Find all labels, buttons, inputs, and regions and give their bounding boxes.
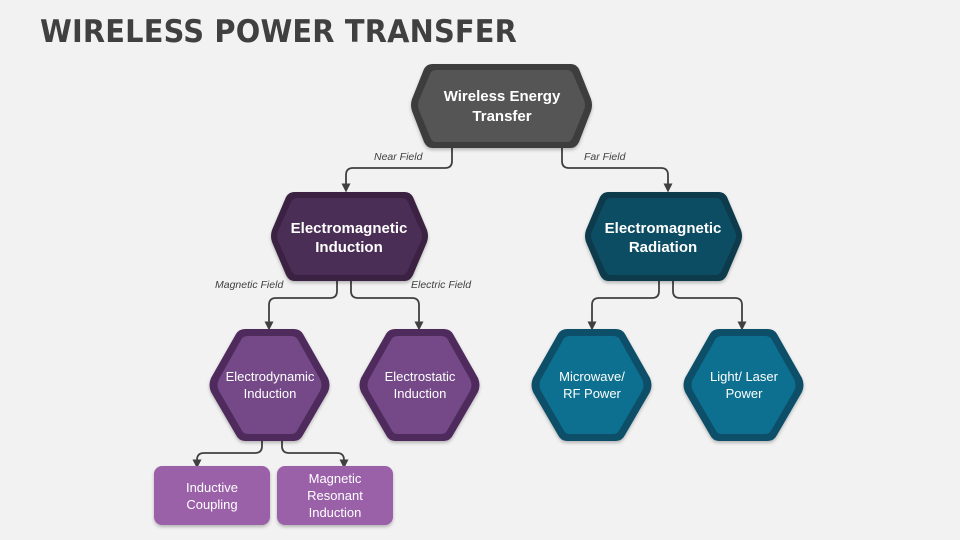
edge-label-electric-field: Electric Field (411, 279, 472, 291)
node-label-line: Transfer (472, 108, 531, 125)
node-label-line: Inductive (186, 480, 238, 495)
node-microwave-rf-power[interactable]: Microwave/ RF Power (531, 329, 652, 441)
node-electrodynamic-induction[interactable]: Electrodynamic Induction (209, 329, 330, 441)
node-electromagnetic-radiation[interactable]: Electromagnetic Radiation (585, 192, 742, 281)
page-title: WIRELESS POWER TRANSFER (40, 14, 518, 50)
node-wireless-energy-transfer[interactable]: Wireless Energy Transfer (411, 64, 592, 148)
connector-near-field (341, 148, 453, 193)
connectors (192, 148, 747, 469)
connector-radiation-microwave (587, 281, 660, 331)
edge-label-far-field: Far Field (584, 151, 627, 163)
connector-magnetic-field (264, 281, 338, 331)
node-label-line: Microwave/ (559, 369, 625, 384)
node-label-line: Coupling (186, 497, 237, 512)
node-magnetic-resonant-induction[interactable]: Magnetic Resonant Induction (277, 466, 393, 525)
node-light-laser-power[interactable]: Light/ Laser Power (683, 329, 804, 441)
connector-radiation-light (672, 281, 747, 331)
node-label-line: Electromagnetic (605, 220, 722, 237)
connector-electric-field (350, 281, 424, 331)
node-label-line: Power (726, 386, 764, 401)
node-label-line: Radiation (629, 239, 697, 256)
connector-inductive-coupling (192, 439, 263, 469)
connector-magnetic-resonant (281, 439, 349, 469)
node-label-line: Induction (394, 386, 447, 401)
node-label-line: Magnetic (309, 471, 362, 486)
edge-label-near-field: Near Field (374, 151, 424, 163)
node-label-line: Induction (315, 239, 383, 256)
node-label-line: Induction (309, 505, 362, 520)
node-label-line: Electromagnetic (291, 220, 408, 237)
node-electrostatic-induction[interactable]: Electrostatic Induction (359, 329, 480, 441)
node-label-line: Electrodynamic (226, 369, 315, 384)
node-label-line: Electrostatic (385, 369, 456, 384)
connector-far-field (561, 148, 673, 193)
node-label-line: Wireless Energy (444, 88, 561, 105)
node-label-line: Resonant (307, 488, 363, 503)
node-electromagnetic-induction[interactable]: Electromagnetic Induction (271, 192, 428, 281)
edge-label-magnetic-field: Magnetic Field (215, 279, 284, 291)
node-label-line: RF Power (563, 386, 621, 401)
node-label-line: Induction (244, 386, 297, 401)
node-label-line: Light/ Laser (710, 369, 779, 384)
node-inductive-coupling[interactable]: Inductive Coupling (154, 466, 270, 525)
